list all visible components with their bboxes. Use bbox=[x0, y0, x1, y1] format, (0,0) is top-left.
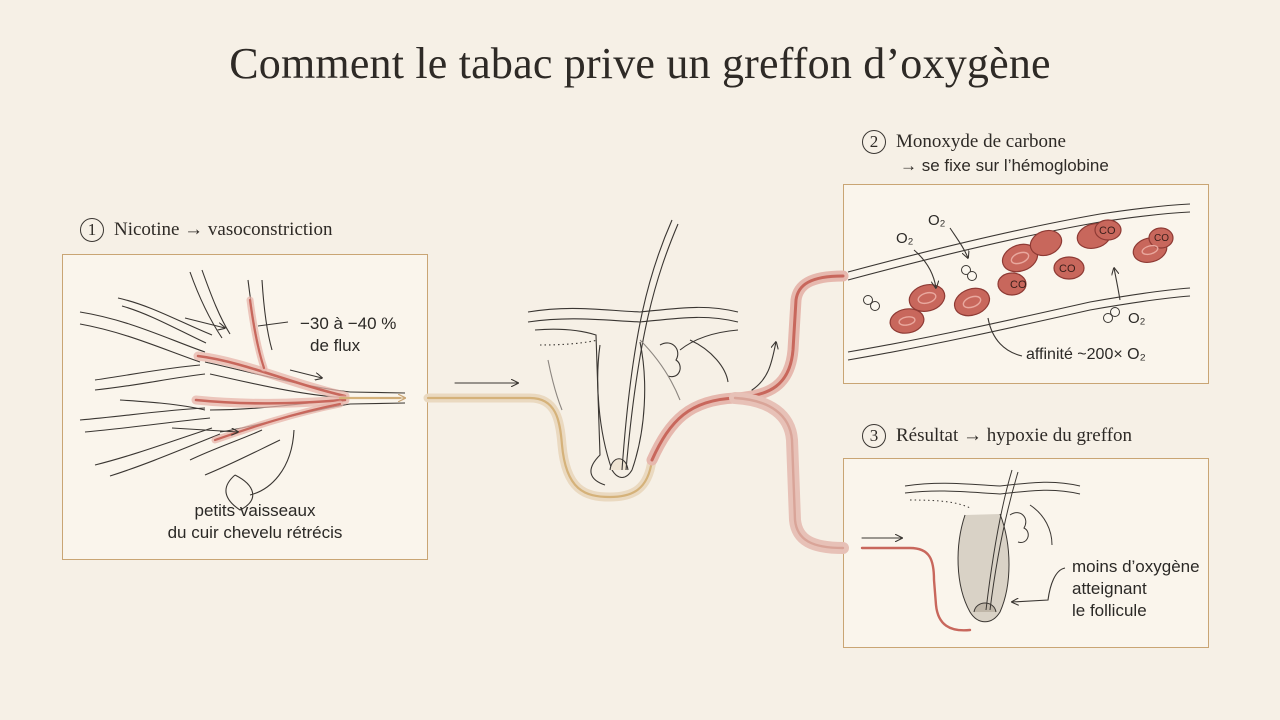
flow-reduction-line2: de flux bbox=[310, 336, 361, 355]
step3-note: moins d’oxygène atteignant le follicule bbox=[1072, 556, 1200, 622]
step2-label: 2 Monoxyde de carbone bbox=[862, 130, 1066, 154]
step3-number: 3 bbox=[862, 424, 886, 448]
flow-path-to-panels bbox=[646, 270, 849, 554]
step3-note-line3: le follicule bbox=[1072, 601, 1147, 620]
constricted-red-vessels bbox=[191, 296, 402, 444]
co-label-1: CO bbox=[1010, 279, 1027, 291]
o2-label-2: O₂ bbox=[928, 212, 946, 229]
step2-sublabel: → se fixe sur l’hémoglobine bbox=[900, 156, 1109, 175]
o2-label-3: O₂ bbox=[1128, 310, 1146, 327]
step2-number: 2 bbox=[862, 130, 886, 154]
step3-note-line2: atteignant bbox=[1072, 579, 1147, 598]
step1-title: Nicotine → vasoconstriction bbox=[114, 219, 333, 240]
affinity-note: affinité ~200× O₂ bbox=[1026, 346, 1146, 363]
cell-highlights bbox=[898, 244, 1159, 326]
vessels-line2: du cuir chevelu rétrécis bbox=[167, 523, 343, 542]
vessel-branches bbox=[79, 269, 406, 511]
red-blood-cells bbox=[889, 219, 1174, 334]
step1-label: 1 Nicotine → vasoconstriction bbox=[80, 218, 332, 242]
step3-label: 3 Résultat → hypoxie du greffon bbox=[862, 424, 1132, 448]
flow-path-1-to-center bbox=[423, 383, 657, 502]
step3-title: Résultat → hypoxie du greffon bbox=[896, 425, 1133, 446]
blood-vessel bbox=[847, 203, 1191, 361]
center-follicle bbox=[527, 219, 739, 486]
o2-arrows bbox=[913, 227, 1121, 357]
co-label-4: CO bbox=[1154, 233, 1169, 244]
vessels-line1: petits vaisseaux bbox=[194, 501, 316, 520]
flow-arrows bbox=[171, 317, 405, 496]
vessels-note: petits vaisseaux du cuir chevelu rétréci… bbox=[130, 500, 380, 544]
small-follicle bbox=[904, 469, 1081, 623]
o2-label-1: O₂ bbox=[896, 230, 914, 247]
co-label-3: CO bbox=[1099, 225, 1116, 237]
oxygen-molecules bbox=[863, 265, 1120, 323]
step3-panel bbox=[843, 458, 1209, 648]
step2-title: Monoxyde de carbone bbox=[896, 131, 1066, 152]
step1-number: 1 bbox=[80, 218, 104, 242]
co-label-2: CO bbox=[1059, 263, 1076, 275]
page-title: Comment le tabac prive un greffon d’oxyg… bbox=[229, 39, 1051, 88]
flow-reduction-line1: −30 à −40 % bbox=[300, 314, 397, 333]
step3-note-line1: moins d’oxygène bbox=[1072, 557, 1200, 576]
